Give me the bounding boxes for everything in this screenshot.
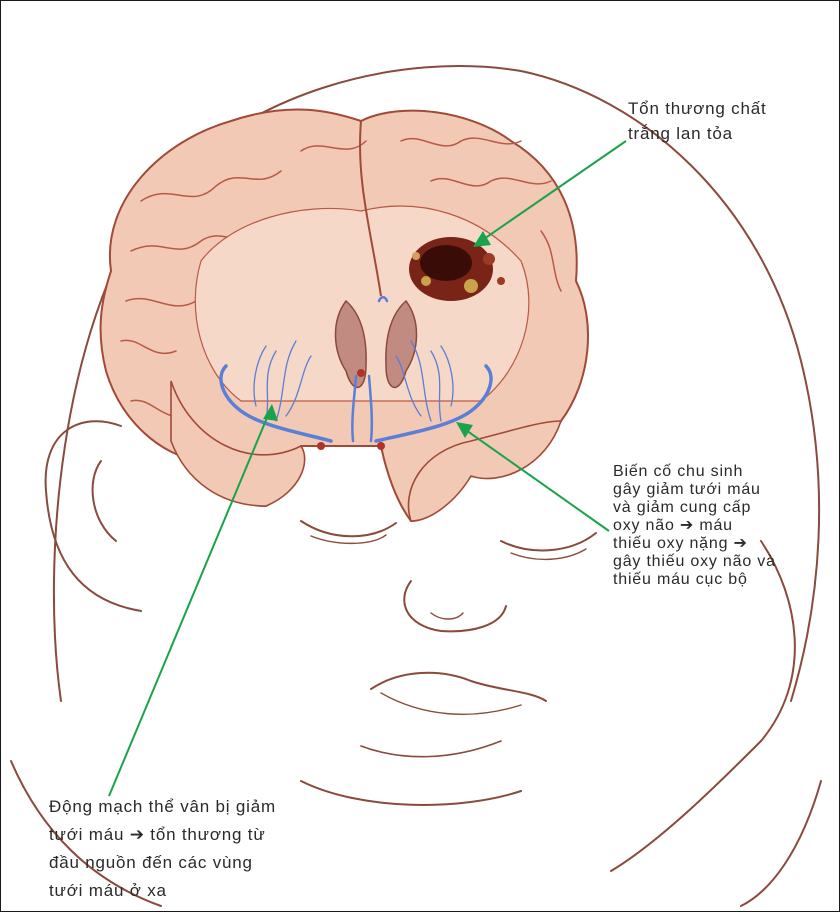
brain-cross-section [101, 109, 588, 521]
label-white-matter-damage: Tổn thương chất trắng lan tỏa [628, 96, 767, 146]
label-line: thiếu oxy nặng ➔ [613, 535, 776, 553]
label-line: tưới máu ở xa [49, 877, 276, 905]
label-line: thiếu máu cục bộ [613, 571, 776, 589]
label-striate-artery: Động mạch thể vân bị giảm tưới máu ➔ tổn… [49, 793, 276, 905]
label-line: và giảm cung cấp [613, 499, 776, 517]
label-line: trắng lan tỏa [628, 121, 767, 146]
label-line: Biến cố chu sinh [613, 463, 776, 481]
nose [404, 581, 506, 631]
closed-eye-right [501, 533, 596, 550]
label-line: oxy não ➔ máu [613, 517, 776, 535]
label-line: Tổn thương chất [628, 96, 767, 121]
label-perinatal-event: Biến cố chu sinh gây giảm tưới máu và gi… [613, 463, 776, 589]
closed-eye-left [301, 521, 396, 536]
label-line: gây giảm tưới máu [613, 481, 776, 499]
label-line: đầu nguồn đến các vùng [49, 849, 276, 877]
infant-face-features [301, 521, 596, 805]
label-line: gây thiếu oxy não và [613, 553, 776, 571]
label-line: Động mạch thể vân bị giảm [49, 793, 276, 821]
label-line: tưới máu ➔ tổn thương từ [49, 821, 276, 849]
mouth [371, 673, 546, 701]
